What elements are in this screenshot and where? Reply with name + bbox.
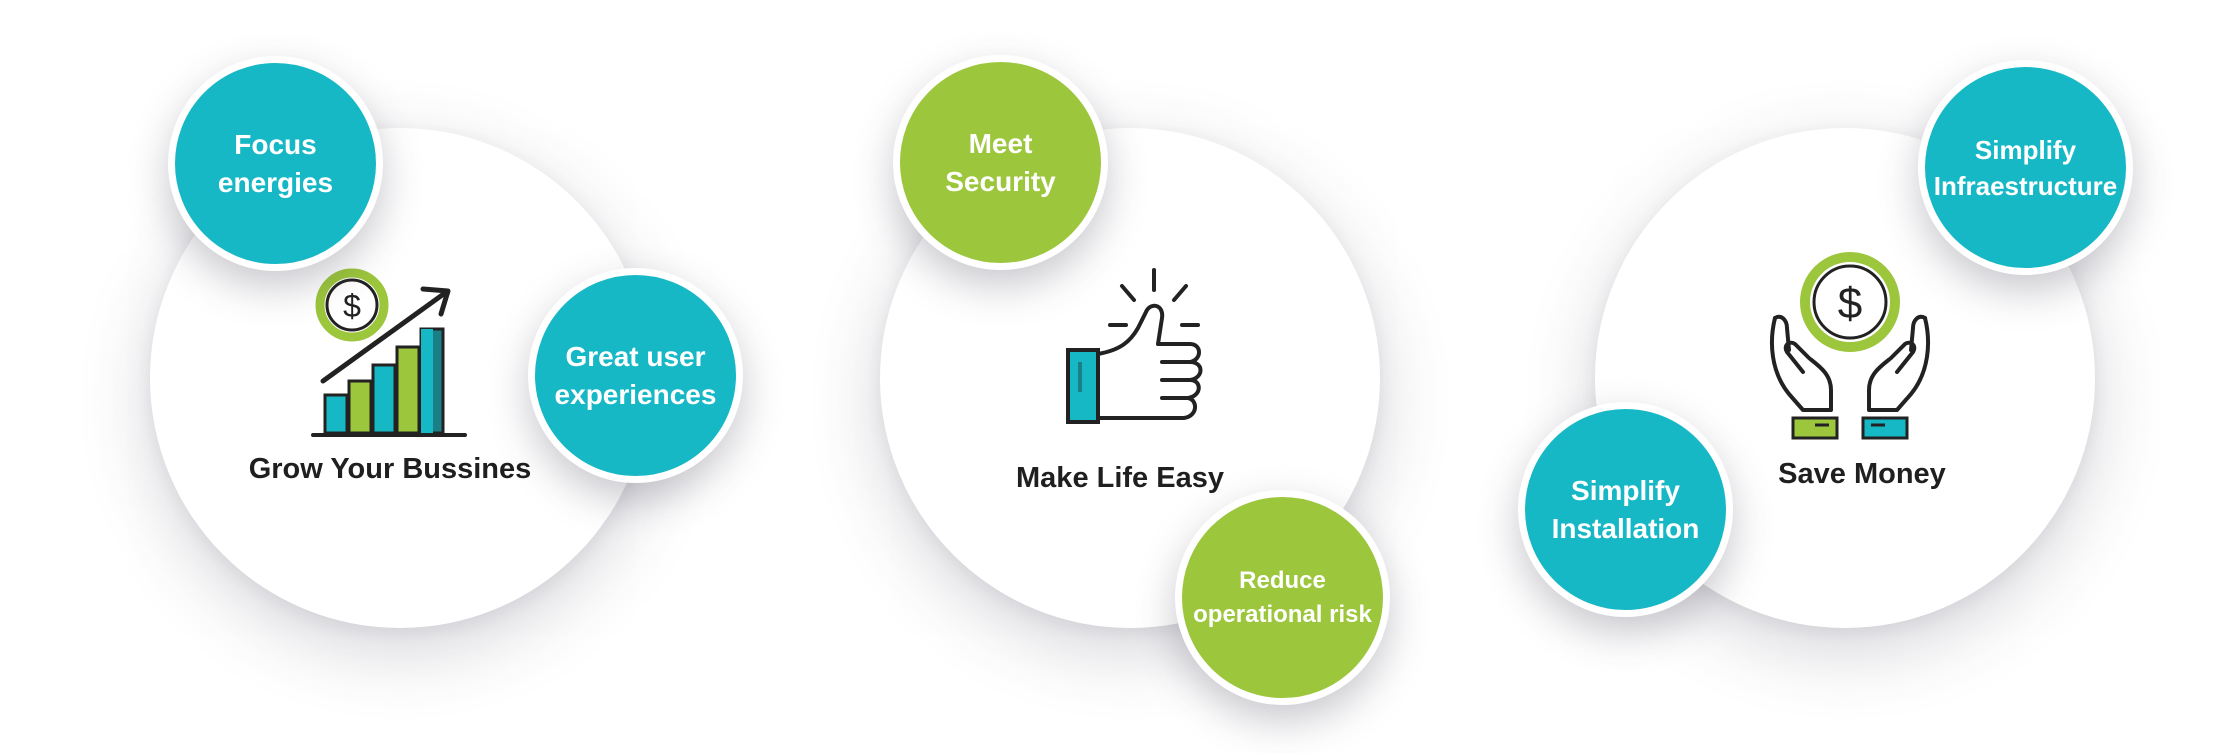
badge-great-user-experiences: Great user experiences xyxy=(528,268,743,483)
benefit-title-money: Save Money xyxy=(1778,458,1946,490)
benefit-title-grow: Grow Your Bussines xyxy=(248,453,532,485)
growth-chart-icon: $ xyxy=(311,268,467,437)
thumbs-up-icon xyxy=(1066,268,1203,424)
benefit-title-easy: Make Life Easy xyxy=(1016,462,1224,494)
svg-text:$: $ xyxy=(343,288,361,324)
badge-simplify-infraestructure: Simplify Infraestructure xyxy=(1918,60,2133,275)
badge-focus-energies: Focus energies xyxy=(168,56,383,271)
badge-simplify-installation: Simplify Installation xyxy=(1518,402,1733,617)
svg-text:$: $ xyxy=(1838,279,1862,328)
badge-meet-security: Meet Security xyxy=(893,55,1108,270)
badge-reduce-operational-risk: Reduce operational risk xyxy=(1175,490,1390,705)
money-hands-icon: $ xyxy=(1769,252,1931,440)
